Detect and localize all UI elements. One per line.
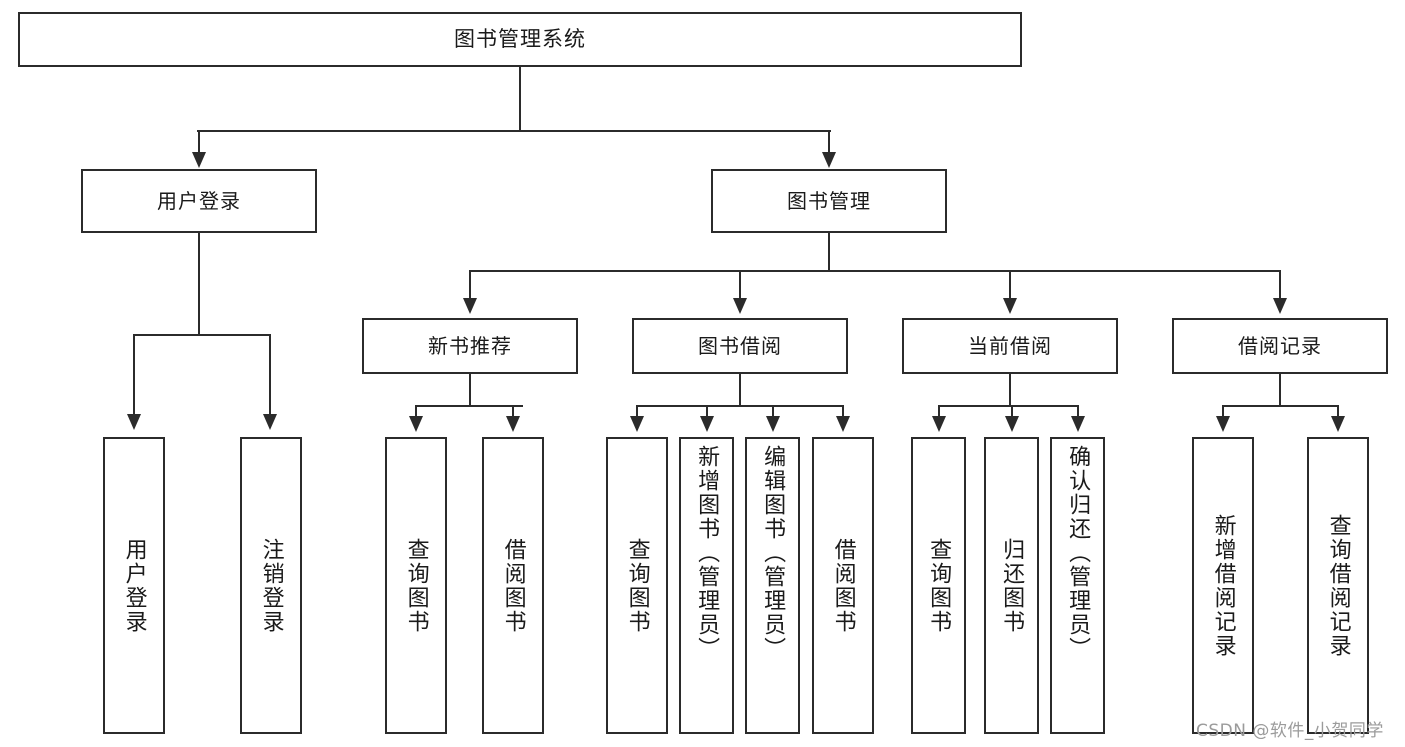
node-book-borrow-label: 图书借阅 (698, 333, 782, 358)
leaf-node-8-label: 查询图书 (926, 537, 952, 634)
leaf-node-10[interactable]: 确认归还（管理员） (1050, 437, 1105, 734)
leaf-node-6[interactable]: 编辑图书（管理员） (745, 437, 800, 734)
arrowhead-leaf-query-borrow-record (1331, 416, 1345, 432)
connector-br-leaf-2 (1337, 405, 1339, 418)
connector-bb-leaf-2 (706, 405, 708, 418)
leaf-node-9[interactable]: 归还图书 (984, 437, 1039, 734)
leaf-node-3[interactable]: 借阅图书 (482, 437, 544, 734)
leaf-node-12[interactable]: 查询借阅记录 (1307, 437, 1369, 734)
arrowhead-book-borrow (733, 298, 747, 314)
arrowhead-leaf-edit-book (766, 416, 780, 432)
arrowhead-borrow-record (1273, 298, 1287, 314)
leaf-node-10-label: 确认归还（管理员） (1065, 445, 1091, 661)
connector-user-login-bus (133, 334, 271, 336)
connector-level2-bus (197, 130, 831, 132)
node-new-book-recommend-label: 新书推荐 (428, 333, 512, 358)
connector-user-login-leaf-2 (269, 334, 271, 416)
leaf-node-7-label: 借阅图书 (830, 537, 856, 634)
connector-cb-leaf-2 (1011, 405, 1013, 418)
connector-new-book-rec-trunk (469, 374, 471, 406)
arrowhead-leaf-borrow-book-1 (506, 416, 520, 432)
connector-to-user-login (198, 130, 200, 154)
leaf-node-6-label: 编辑图书（管理员） (760, 445, 786, 661)
leaf-node-1-label: 注销登录 (258, 537, 284, 634)
arrowhead-leaf-return-book (1005, 416, 1019, 432)
arrowhead-new-book-rec (463, 298, 477, 314)
leaf-node-0[interactable]: 用户登录 (103, 437, 165, 734)
connector-bb-leaf-3 (772, 405, 774, 418)
arrowhead-leaf-confirm-return (1071, 416, 1085, 432)
connector-new-book-rec-bus (415, 405, 523, 407)
arrowhead-book-mgmt (822, 152, 836, 168)
leaf-node-8[interactable]: 查询图书 (911, 437, 966, 734)
node-root[interactable]: 图书管理系统 (18, 12, 1022, 67)
connector-book-mgmt-trunk (828, 233, 830, 271)
leaf-node-0-label: 用户登录 (121, 537, 147, 634)
connector-user-login-leaf-1 (133, 334, 135, 416)
leaf-node-3-label: 借阅图书 (500, 537, 526, 634)
node-root-label: 图书管理系统 (454, 27, 586, 52)
leaf-node-11-label: 新增借阅记录 (1210, 513, 1236, 658)
connector-borrow-record-trunk (1279, 374, 1281, 406)
node-borrow-record[interactable]: 借阅记录 (1172, 318, 1388, 374)
leaf-node-12-label: 查询借阅记录 (1325, 513, 1351, 658)
arrowhead-leaf-query-book-1 (409, 416, 423, 432)
node-user-login[interactable]: 用户登录 (81, 169, 317, 233)
node-current-borrow-label: 当前借阅 (968, 333, 1052, 358)
connector-nbr-leaf-1 (415, 405, 417, 418)
connector-book-borrow-trunk (739, 374, 741, 406)
connector-to-current-borrow (1009, 270, 1011, 300)
node-book-management[interactable]: 图书管理 (711, 169, 947, 233)
node-current-borrow[interactable]: 当前借阅 (902, 318, 1118, 374)
connector-user-login-trunk (198, 233, 200, 335)
connector-current-borrow-bus (938, 405, 1078, 407)
leaf-node-11[interactable]: 新增借阅记录 (1192, 437, 1254, 734)
node-book-borrow[interactable]: 图书借阅 (632, 318, 848, 374)
connector-book-borrow-bus (636, 405, 843, 407)
arrowhead-leaf-query-book-2 (630, 416, 644, 432)
arrowhead-leaf-add-borrow-record (1216, 416, 1230, 432)
leaf-node-2-label: 查询图书 (403, 537, 429, 634)
connector-bb-leaf-1 (636, 405, 638, 418)
node-user-login-label: 用户登录 (157, 188, 241, 213)
connector-level3-bus (469, 270, 1281, 272)
connector-nbr-leaf-2 (512, 405, 514, 418)
connector-cb-leaf-1 (938, 405, 940, 418)
leaf-node-5-label: 新增图书（管理员） (694, 445, 720, 661)
arrowhead-current-borrow (1003, 298, 1017, 314)
connector-to-book-mgmt (828, 130, 830, 154)
arrowhead-leaf-query-book-3 (932, 416, 946, 432)
leaf-node-1[interactable]: 注销登录 (240, 437, 302, 734)
leaf-node-9-label: 归还图书 (999, 537, 1025, 634)
leaf-node-2[interactable]: 查询图书 (385, 437, 447, 734)
leaf-node-4[interactable]: 查询图书 (606, 437, 668, 734)
leaf-node-7[interactable]: 借阅图书 (812, 437, 874, 734)
arrowhead-leaf-logout-login (263, 414, 277, 430)
connector-to-borrow-record (1279, 270, 1281, 300)
node-new-book-recommend[interactable]: 新书推荐 (362, 318, 578, 374)
connector-borrow-record-bus (1222, 405, 1338, 407)
arrowhead-leaf-user-login (127, 414, 141, 430)
connector-bb-leaf-4 (842, 405, 844, 418)
connector-current-borrow-trunk (1009, 374, 1011, 406)
connector-to-new-book-rec (469, 270, 471, 300)
node-borrow-record-label: 借阅记录 (1238, 333, 1322, 358)
node-book-management-label: 图书管理 (787, 188, 871, 213)
leaf-node-5[interactable]: 新增图书（管理员） (679, 437, 734, 734)
leaf-node-4-label: 查询图书 (624, 537, 650, 634)
connector-br-leaf-1 (1222, 405, 1224, 418)
connector-cb-leaf-3 (1077, 405, 1079, 418)
arrowhead-leaf-borrow-book-2 (836, 416, 850, 432)
csdn-watermark: CSDN @软件_小贺同学 (1196, 721, 1384, 741)
arrowhead-user-login (192, 152, 206, 168)
arrowhead-leaf-add-book (700, 416, 714, 432)
connector-root-trunk (519, 67, 521, 131)
connector-to-book-borrow (739, 270, 741, 300)
